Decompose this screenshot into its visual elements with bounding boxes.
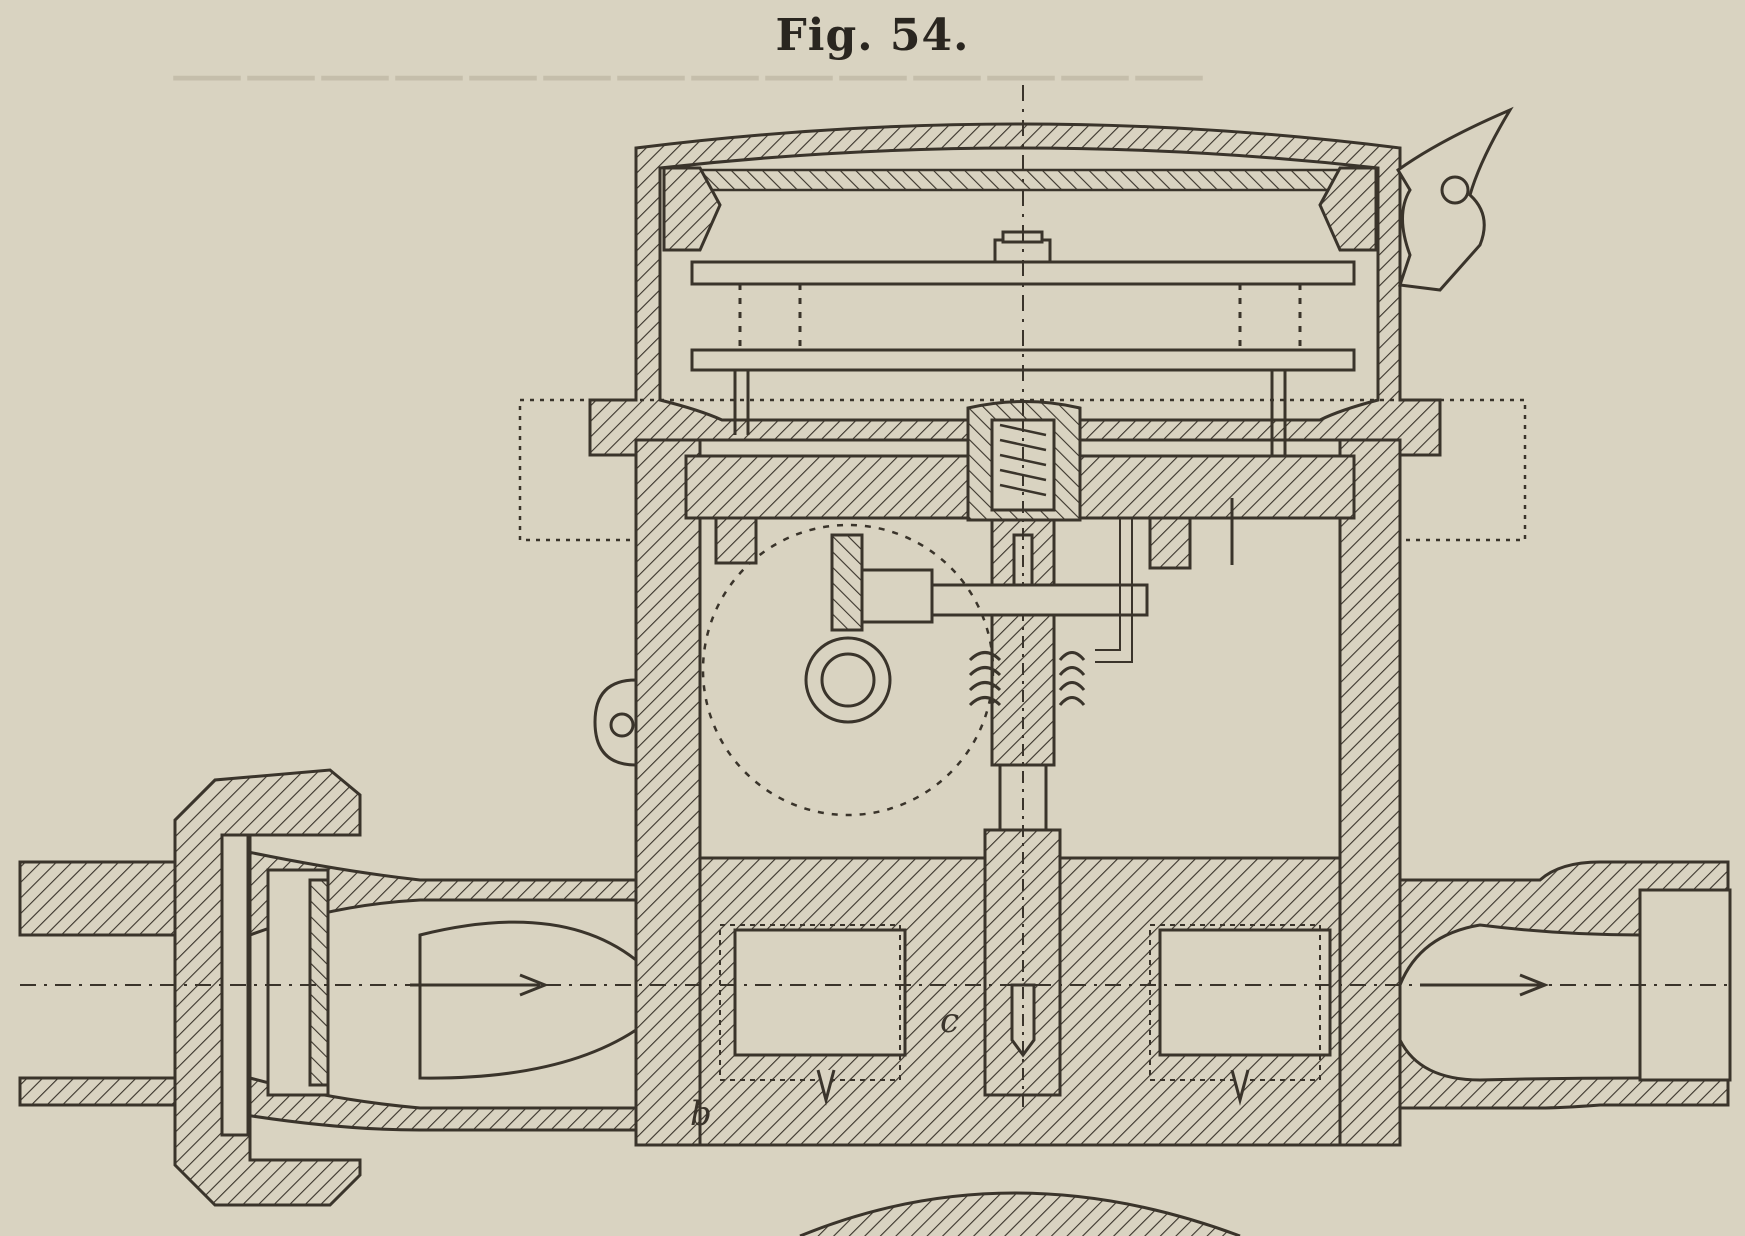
gear-train bbox=[701, 498, 1234, 817]
spindle bbox=[966, 400, 1082, 1110]
label-b: b bbox=[690, 1094, 712, 1134]
flow-indicators bbox=[20, 85, 1728, 997]
inlet-pipe bbox=[18, 768, 638, 1207]
label-c: c bbox=[940, 1001, 959, 1041]
figure-title: Fig. 54. bbox=[775, 10, 970, 61]
lower-figure-arc bbox=[799, 1191, 1241, 1236]
lid-housing bbox=[588, 106, 1514, 460]
